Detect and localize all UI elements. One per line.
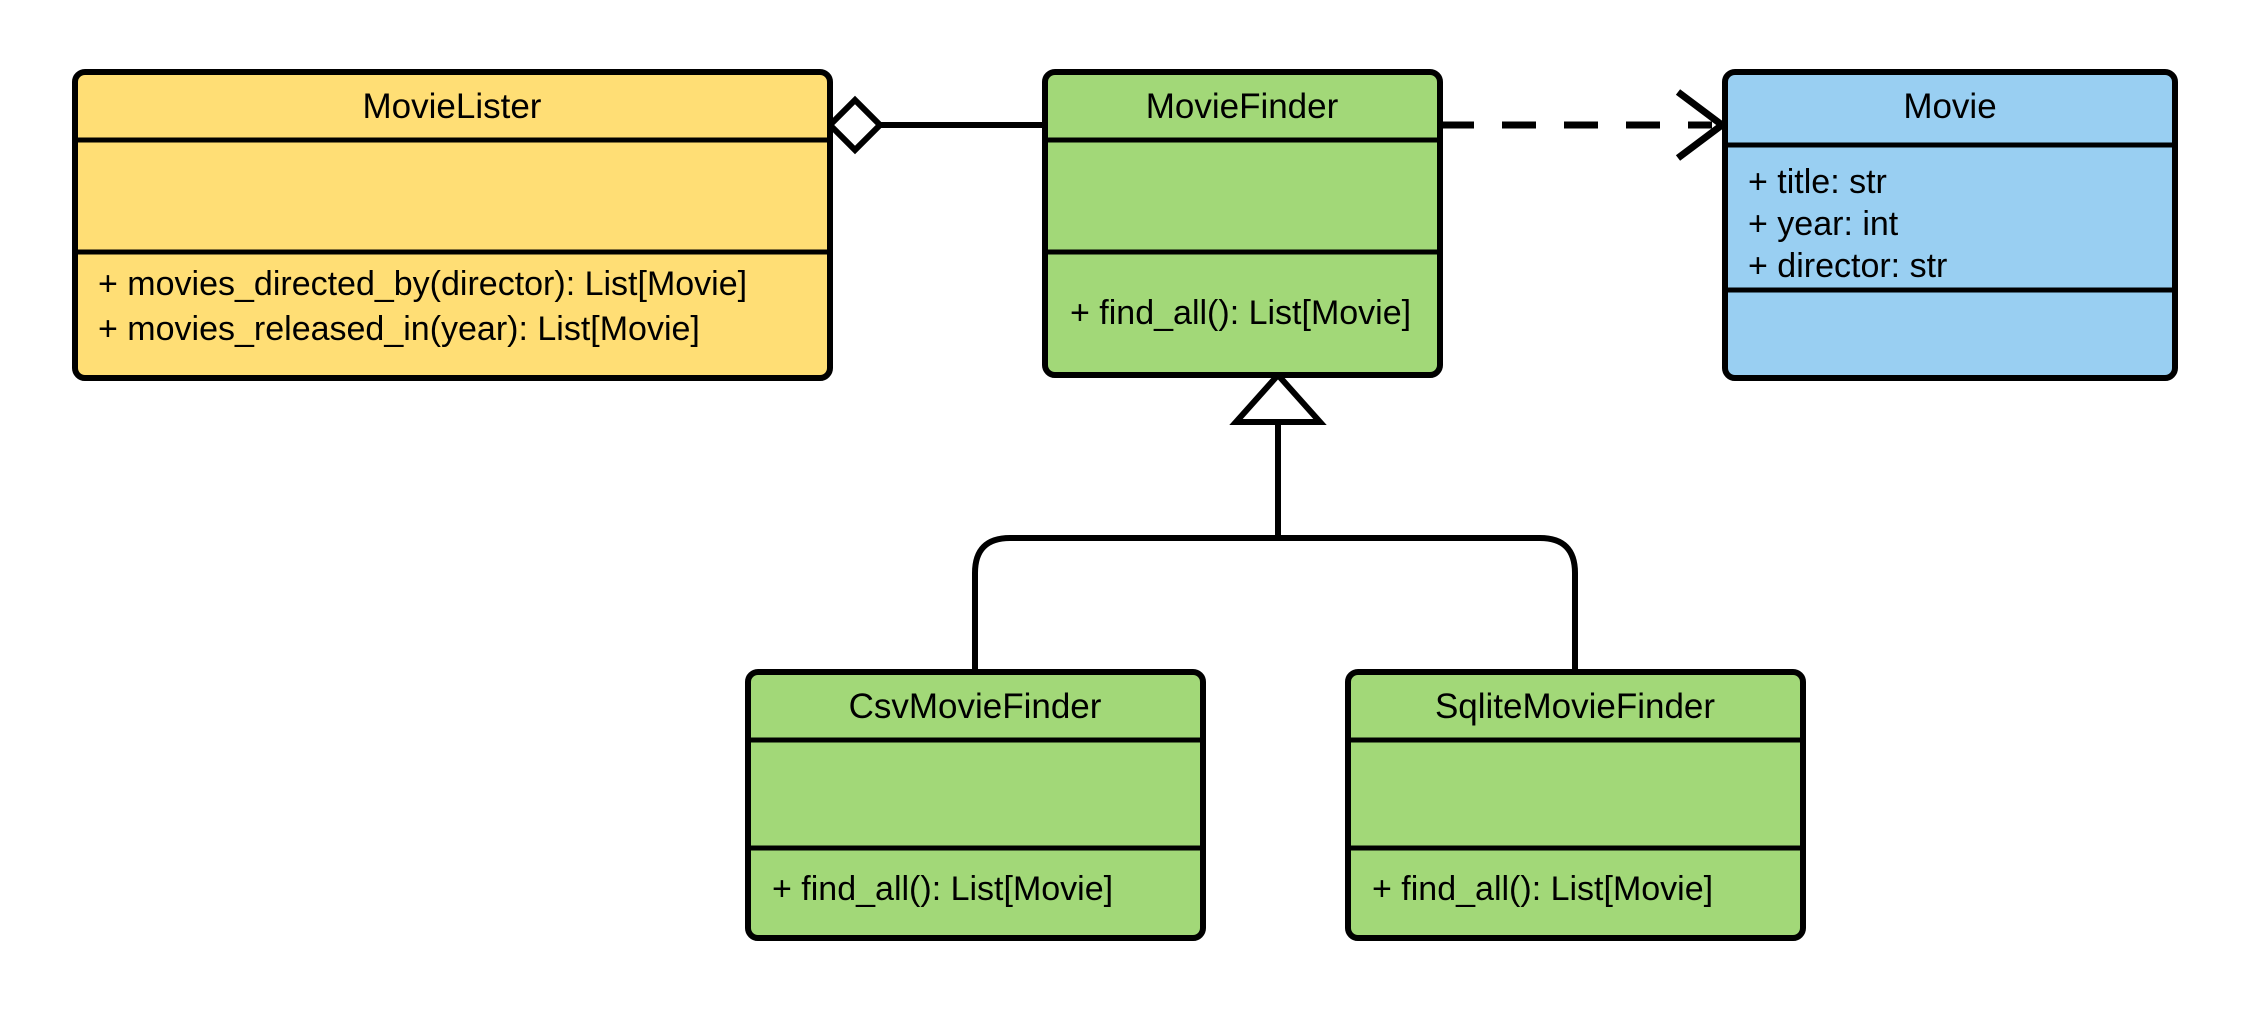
relationship-generalization[interactable] (972, 370, 1578, 672)
class-box-csvmoviefinder[interactable]: CsvMovieFinder + find_all(): List[Movie] (745, 669, 1206, 941)
csvmoviefinder-method-0: + find_all(): List[Movie] (772, 870, 1113, 908)
movielister-frame (72, 69, 833, 381)
moviefinder-method-0: + find_all(): List[Movie] (1070, 294, 1411, 332)
movielister-method-0: + movies_directed_by(director): List[Mov… (98, 265, 747, 303)
generalization-branch-csv (972, 535, 1278, 672)
generalization-branch-sqlite (1278, 535, 1578, 672)
hollow-triangle-icon (1229, 370, 1327, 425)
moviefinder-title: MovieFinder (1146, 87, 1339, 126)
hollow-diamond-icon (825, 95, 885, 155)
movie-frame (1722, 69, 2178, 381)
movie-attribute-2: + director: str (1748, 247, 1947, 285)
movie-title: Movie (1903, 87, 1996, 126)
movielister-title: MovieLister (363, 87, 542, 126)
sqlitemoviefinder-method-0: + find_all(): List[Movie] (1372, 870, 1713, 908)
movie-attribute-0: + title: str (1748, 163, 1887, 201)
class-box-sqlitemoviefinder[interactable]: SqliteMovieFinder + find_all(): List[Mov… (1345, 669, 1806, 941)
movie-attribute-1: + year: int (1748, 205, 1899, 243)
csvmoviefinder-title: CsvMovieFinder (849, 687, 1102, 726)
movielister-method-1: + movies_released_in(year): List[Movie] (98, 310, 700, 348)
class-box-moviefinder[interactable]: MovieFinder + find_all(): List[Movie] (1042, 69, 1443, 378)
relationship-dependency[interactable] (1440, 89, 1728, 161)
class-box-movielister[interactable]: MovieLister + movies_directed_by(directo… (72, 69, 833, 381)
sqlitemoviefinder-title: SqliteMovieFinder (1435, 687, 1715, 726)
relationship-aggregation[interactable] (825, 95, 1045, 155)
class-box-movie[interactable]: Movie + title: str + year: int + directo… (1722, 69, 2178, 381)
moviefinder-frame (1042, 69, 1443, 378)
